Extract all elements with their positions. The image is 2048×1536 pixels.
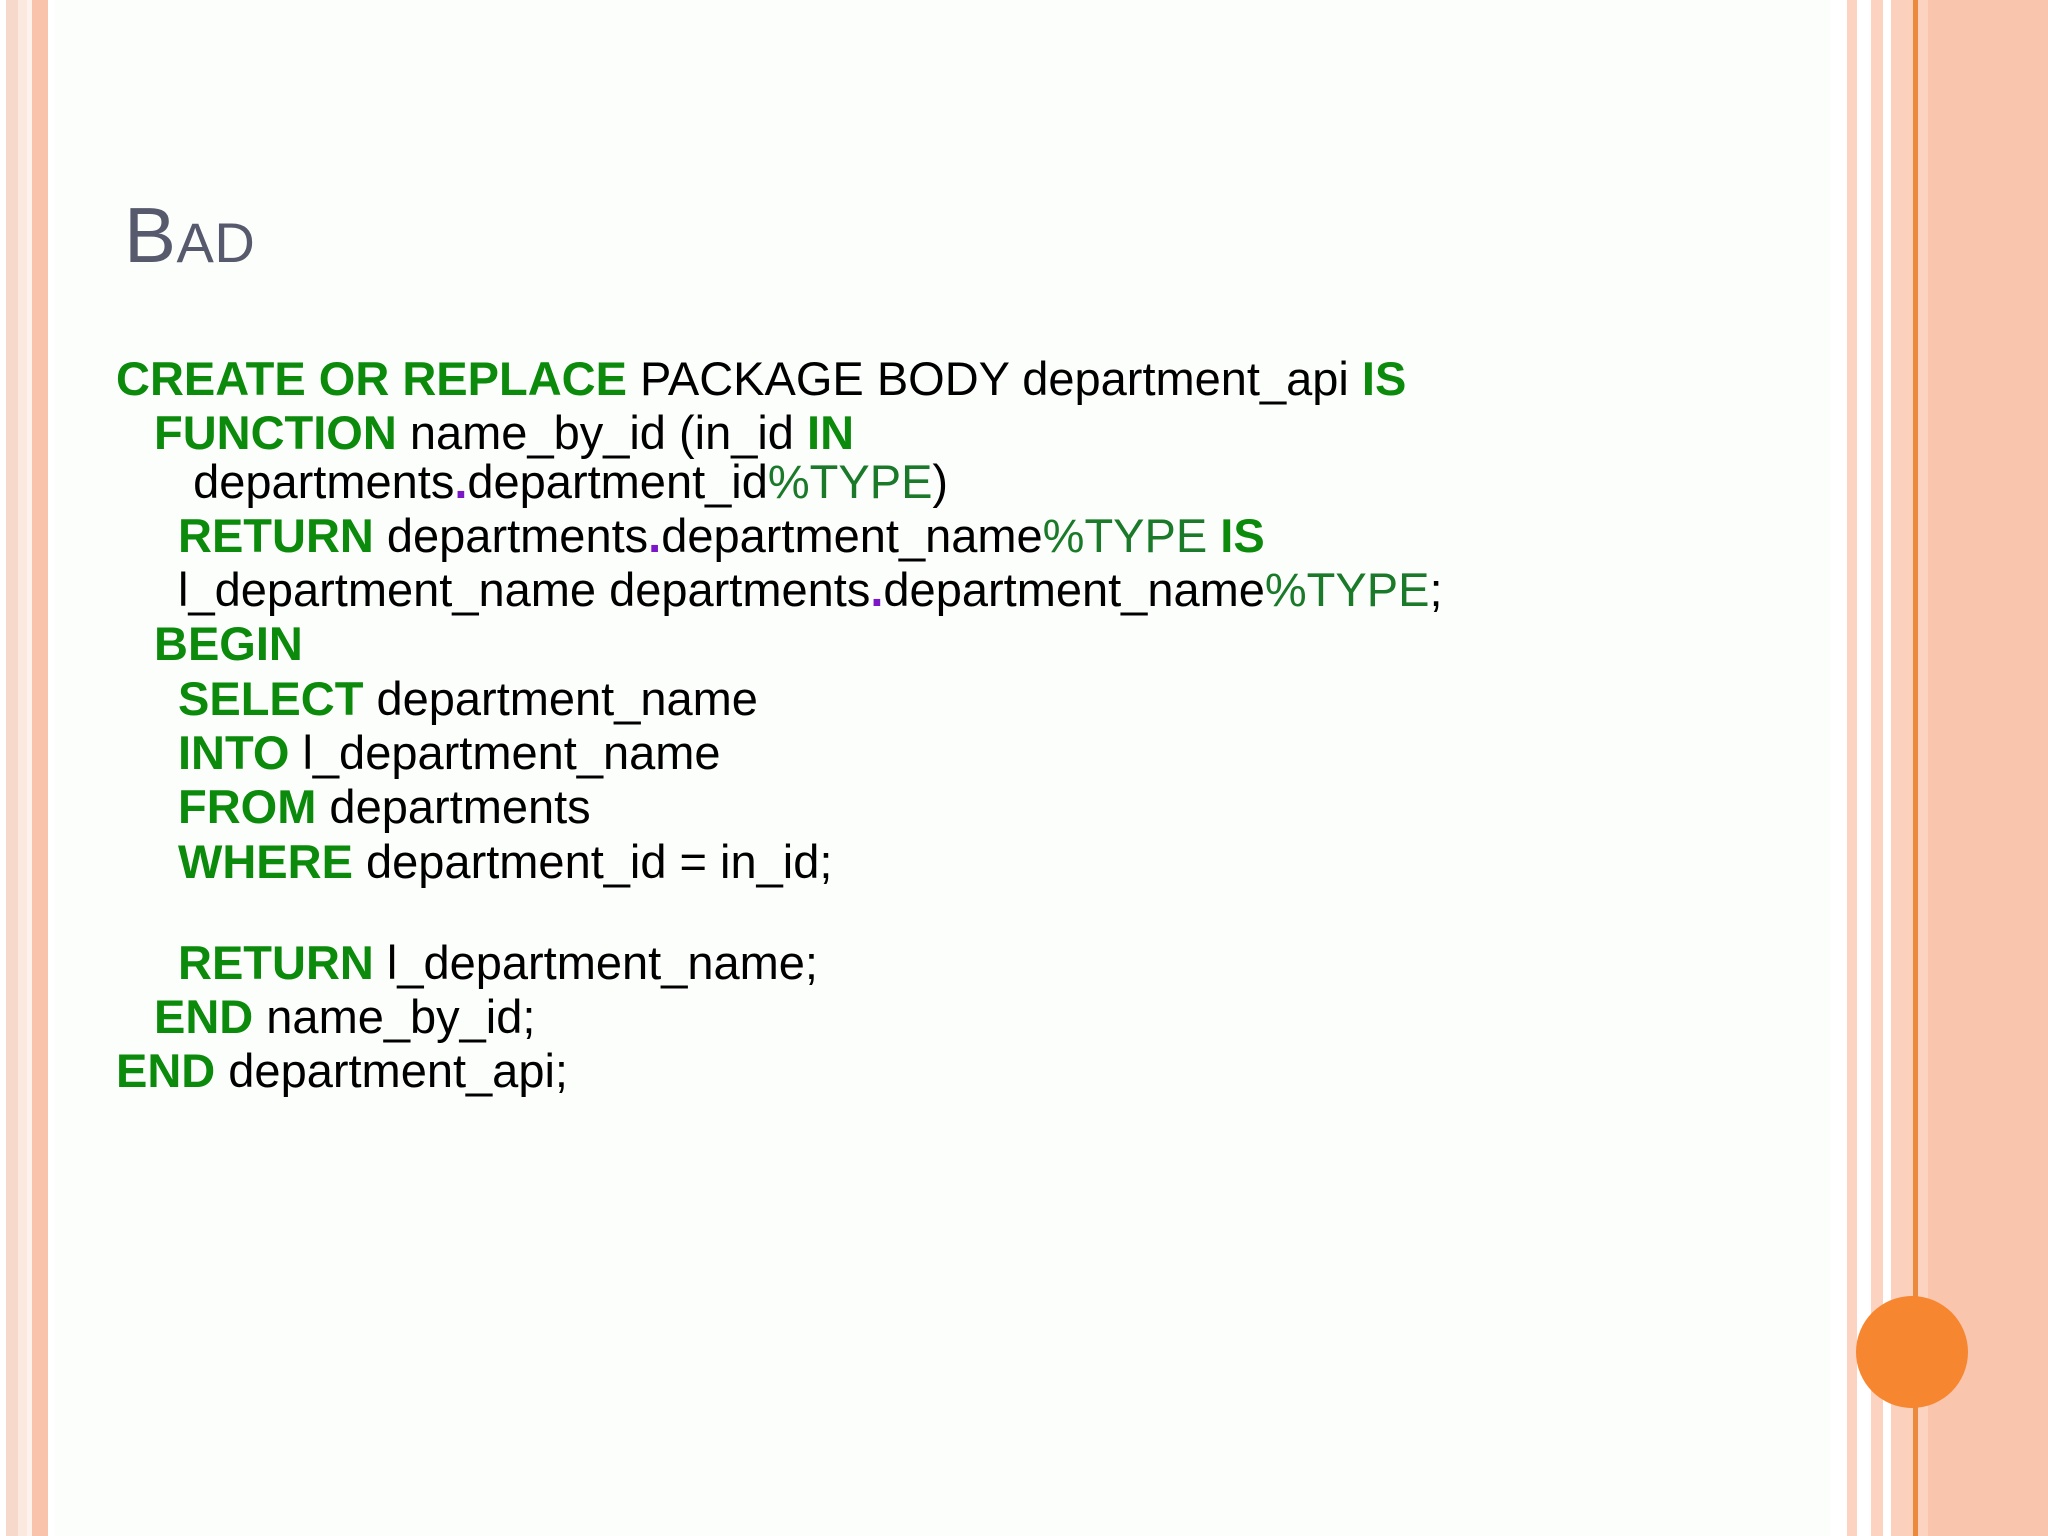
- code-token-pl: department_name: [363, 671, 758, 725]
- code-token-kw: IS: [1361, 352, 1407, 405]
- code-line: FROM departments: [116, 780, 1816, 834]
- code-block: CREATE OR REPLACE PACKAGE BODY departmen…: [116, 352, 1816, 1099]
- code-token-kw: WHERE: [178, 834, 353, 888]
- page-title-smallcaps: AD: [176, 211, 256, 274]
- code-token-kw: END: [154, 990, 254, 1044]
- right-border-stripe-7: [1857, 0, 1871, 1536]
- right-border-stripe-9: [1831, 0, 1847, 1536]
- code-line: FUNCTION name_by_id (in_id IN department…: [116, 406, 1816, 509]
- code-token-pl: l_department_name: [289, 725, 721, 779]
- right-border-stripe-5: [1883, 0, 1891, 1536]
- code-token-kw: END: [116, 1044, 216, 1098]
- code-line: BEGIN: [116, 617, 1816, 671]
- code-token-pl: ): [932, 454, 949, 508]
- code-token-kw: RETURN: [178, 935, 374, 989]
- code-token-typ: %TYPE: [1042, 508, 1208, 562]
- right-border-stripe-6: [1871, 0, 1883, 1536]
- code-line: WHERE department_id = in_id;: [116, 835, 1816, 889]
- left-border-stripe-4: [27, 0, 32, 1536]
- code-token-dot: .: [648, 508, 662, 562]
- code-token-pl: department_name: [661, 508, 1043, 562]
- code-token-pl: l_department_name;: [373, 935, 818, 989]
- code-token-pl: name_by_id;: [253, 990, 536, 1044]
- left-border-stripe-1: [0, 0, 6, 1536]
- code-token-pl: departments: [316, 780, 591, 834]
- code-line-blank: [116, 889, 1816, 936]
- code-token-pl: department_id = in_id;: [352, 834, 833, 888]
- code-token-kw: FUNCTION: [154, 406, 397, 460]
- code-token-kw: IN: [807, 406, 855, 460]
- right-border-stripe-1: [1928, 0, 2048, 1536]
- code-token-typ: %TYPE: [1264, 563, 1430, 617]
- code-token-pl: department_name: [883, 563, 1265, 617]
- code-token-pl: department_id: [467, 454, 768, 508]
- code-token-typ: %TYPE: [767, 454, 933, 508]
- code-line: l_department_name departments.department…: [116, 563, 1816, 617]
- code-token-pl: l_department_name departments: [178, 563, 871, 617]
- left-border-stripe-3: [18, 0, 27, 1536]
- code-token-pl: department_api;: [215, 1044, 568, 1098]
- code-line: INTO l_department_name: [116, 726, 1816, 780]
- code-line: RETURN departments.department_name%TYPE …: [116, 509, 1816, 563]
- code-line-continuation: departments.department_id%TYPE): [180, 455, 1816, 509]
- code-line: CREATE OR REPLACE PACKAGE BODY departmen…: [116, 352, 1816, 406]
- code-token-kw: INTO: [178, 725, 290, 779]
- code-token-dot: .: [870, 563, 884, 617]
- code-line: RETURN l_department_name;: [116, 936, 1816, 990]
- right-border-stripe-2: [1918, 0, 1928, 1536]
- left-border-stripe-6: [48, 0, 55, 1536]
- left-border-stripe-5: [32, 0, 48, 1536]
- code-token-pl: ;: [1429, 563, 1443, 617]
- code-token-kw: SELECT: [178, 671, 364, 725]
- right-border-stripe-4: [1891, 0, 1913, 1536]
- code-line: END department_api;: [116, 1044, 1816, 1098]
- code-token-pl: [1207, 509, 1220, 562]
- code-token-pl: PACKAGE BODY department_api: [626, 352, 1362, 405]
- code-token-pl: departments: [180, 454, 455, 508]
- code-token-kw: CREATE OR REPLACE: [116, 352, 627, 405]
- orange-circle-decoration: [1856, 1296, 1968, 1408]
- code-token-kw: FROM: [178, 780, 317, 834]
- code-token-kw: IS: [1220, 508, 1265, 562]
- code-token-dot: .: [454, 454, 468, 508]
- code-token-pl: departments: [373, 508, 649, 562]
- page-title: BAD: [124, 196, 255, 282]
- right-border-stripe-8: [1847, 0, 1857, 1536]
- page-title-initial: B: [124, 191, 177, 279]
- code-token-kw: BEGIN: [154, 617, 303, 671]
- code-token-kw: RETURN: [178, 508, 374, 562]
- right-border-accent-line: [1913, 0, 1918, 1536]
- code-line: END name_by_id;: [116, 990, 1816, 1044]
- left-border-stripe-2: [6, 0, 18, 1536]
- code-line: SELECT department_name: [116, 672, 1816, 726]
- code-token-pl: name_by_id (in_id: [396, 406, 808, 460]
